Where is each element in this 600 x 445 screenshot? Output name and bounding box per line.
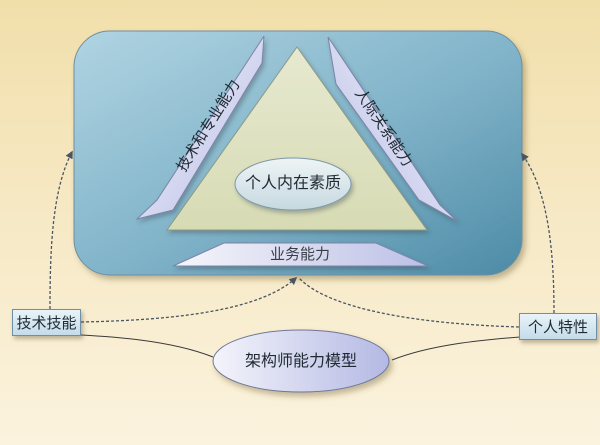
edge-center-to-left	[59, 333, 214, 358]
model-ellipse	[212, 329, 390, 393]
node-technical-skills: 技术技能	[12, 309, 81, 336]
bottom-banner-label: 业务能力	[269, 245, 330, 263]
edge-center-to-right	[391, 336, 521, 361]
edge-left-to-container	[49, 150, 73, 310]
bottom-banner	[172, 242, 429, 267]
left-banner	[135, 35, 265, 220]
node-personal-traits: 个人特性	[519, 313, 597, 340]
core-label: 个人内在素质	[244, 173, 341, 192]
core-triangle	[166, 46, 428, 231]
right-banner	[327, 36, 458, 222]
core-ellipse	[234, 157, 352, 211]
model-label: 架构师能力模型	[244, 351, 357, 370]
edge-left-to-bottom	[80, 276, 298, 323]
edge-right-to-container	[521, 152, 555, 314]
edge-right-to-bottom	[298, 277, 520, 328]
